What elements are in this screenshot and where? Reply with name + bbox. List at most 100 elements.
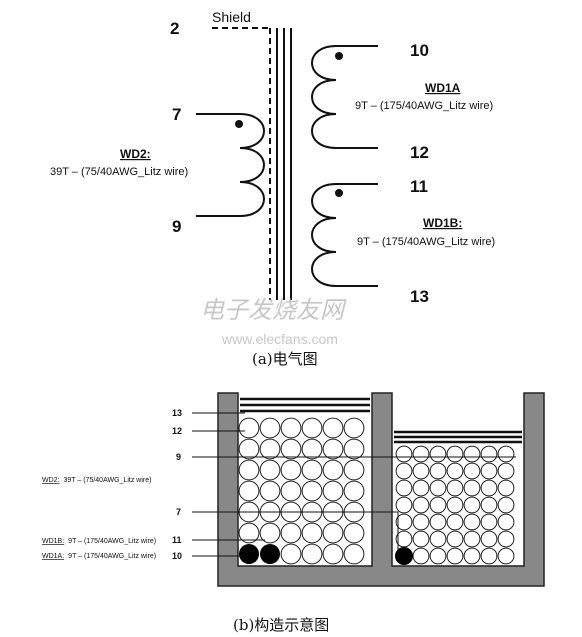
wire-turn (343, 459, 365, 481)
construction-diagram: 13 12 9 7 11 10 WD2:39T – (75/40AWG_Litz… (42, 392, 545, 634)
wire-turn (429, 479, 447, 497)
wire-turn (301, 522, 323, 544)
wire-turn (395, 530, 413, 548)
wire-turn (238, 480, 260, 502)
wire-turn (497, 513, 515, 531)
wd1a-coil (311, 45, 378, 149)
legend-wd2-spec: 39T – (75/40AWG_Litz wire) (64, 477, 152, 484)
wire-turn (429, 462, 447, 480)
wire-turn (446, 530, 464, 548)
wd1b-coil (311, 183, 378, 287)
legend-wd1a-name: WD1A: (42, 553, 64, 560)
wire-turn (463, 445, 481, 463)
wd2-coil (196, 113, 265, 217)
wire-turn (395, 496, 413, 514)
wd1b-polarity-dot (335, 189, 343, 197)
wd1a-start-wire (260, 544, 280, 564)
wire-turn (463, 496, 481, 514)
wd2-name: WD2: (120, 147, 151, 161)
callout-13: 13 (172, 408, 182, 418)
callout-7: 7 (176, 507, 181, 517)
wire-turn (301, 543, 323, 565)
bobbin (217, 392, 545, 587)
wire-turn (463, 513, 481, 531)
wire-turn (238, 417, 260, 439)
wire-turn (395, 462, 413, 480)
wire-turn (446, 479, 464, 497)
wire-turn (497, 462, 515, 480)
wire-turn (322, 522, 344, 544)
wire-turn (480, 496, 498, 514)
wire-turn (343, 522, 365, 544)
legend-wd1b: WD1B: 9T – (175/40AWG_Litz wire) (42, 538, 156, 545)
wire-turn (395, 513, 413, 531)
wire-turn (259, 459, 281, 481)
wd2-start-wire (395, 547, 413, 565)
wire-turn (280, 522, 302, 544)
wire-turn (412, 479, 430, 497)
wire-turn (429, 496, 447, 514)
wire-turn (446, 445, 464, 463)
legend-wd1a: WD1A:9T – (175/40AWG_Litz wire) (42, 553, 156, 560)
pin-7: 7 (172, 105, 181, 124)
legend-wd1b-spec: 9T – (175/40AWG_Litz wire) (68, 538, 156, 545)
wire-turn (280, 543, 302, 565)
wire-turn (343, 417, 365, 439)
wire-turn (301, 480, 323, 502)
wire-turn (259, 480, 281, 502)
wire-turn (238, 438, 260, 460)
wire-turn (480, 547, 498, 565)
wire-turn (463, 479, 481, 497)
wd1a-spec: 9T – (175/40AWG_Litz wire) (355, 100, 493, 112)
wire-turn (480, 445, 498, 463)
wire-turn (322, 438, 344, 460)
legend-wd1b-name: WD1B: (42, 538, 64, 545)
wire-turn (480, 479, 498, 497)
wire-turn (280, 459, 302, 481)
wd1-wire-bundle-left (238, 417, 365, 565)
wire-turn (480, 530, 498, 548)
wire-turn (259, 417, 281, 439)
wire-turn (463, 462, 481, 480)
wire-turn (497, 445, 515, 463)
wire-turn (429, 547, 447, 565)
wire-turn (429, 445, 447, 463)
wire-turn (463, 530, 481, 548)
watermark-url: www.elecfans.com (221, 331, 338, 347)
wire-turn (238, 459, 260, 481)
legend-wd2-name: WD2: (42, 477, 60, 484)
wire-turn (412, 462, 430, 480)
wire-turn (446, 513, 464, 531)
wire-turn (446, 547, 464, 565)
pin-2: 2 (170, 19, 179, 38)
shield-label: Shield (212, 9, 251, 25)
wire-turn (238, 522, 260, 544)
wire-turn (429, 513, 447, 531)
wire-turn (259, 522, 281, 544)
callout-9: 9 (176, 452, 181, 462)
pin-13: 13 (410, 287, 429, 306)
pin-11: 11 (410, 177, 428, 196)
wire-turn (412, 445, 430, 463)
wire-turn (412, 530, 430, 548)
callout-11: 11 (172, 535, 182, 545)
wd2-wire-bundle-right (395, 445, 515, 565)
wire-turn (395, 479, 413, 497)
pin-10: 10 (410, 41, 429, 60)
wire-turn (446, 496, 464, 514)
wire-turn (412, 496, 430, 514)
wire-turn (446, 462, 464, 480)
wire-turn (497, 479, 515, 497)
wire-turn (480, 462, 498, 480)
wire-turn (343, 543, 365, 565)
caption-b: (b)构造示意图 (233, 616, 329, 634)
wire-turn (497, 496, 515, 514)
wire-turn (497, 530, 515, 548)
wire-turn (280, 438, 302, 460)
caption-a: (a)电气图 (252, 350, 318, 368)
wire-turn (412, 513, 430, 531)
callout-12: 12 (172, 426, 182, 436)
wire-turn (280, 480, 302, 502)
wire-turn (395, 445, 413, 463)
